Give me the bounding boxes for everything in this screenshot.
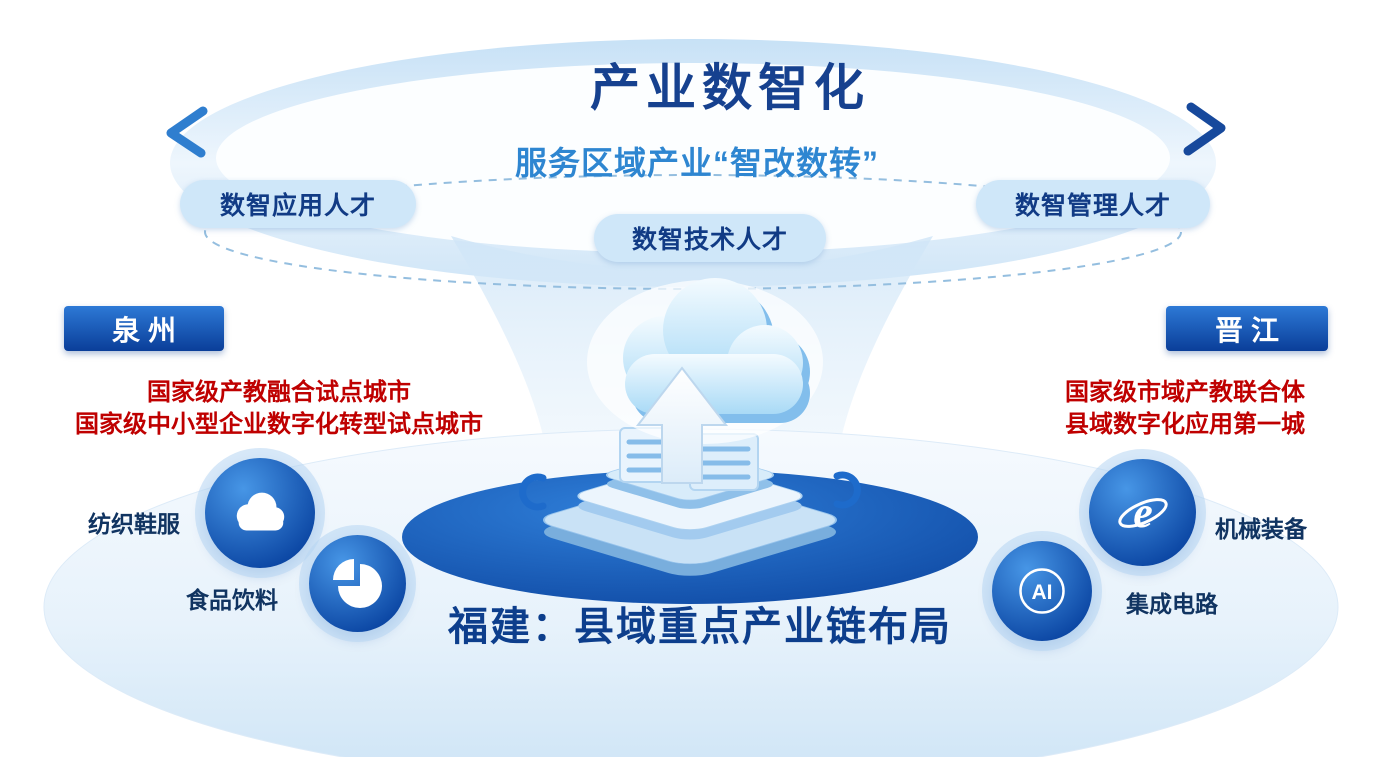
industry-circle-ic: AI: [992, 541, 1092, 641]
talent-pill-management: 数智管理人才: [976, 180, 1210, 228]
slab-top-top: [605, 449, 775, 501]
city-badge-quanzhou: 泉州: [64, 306, 224, 351]
industry-label-machinery: 机械装备: [1215, 516, 1307, 542]
cloud-icon: [623, 278, 803, 414]
ai-icon: AI: [1019, 568, 1065, 614]
right-handle-icon: [833, 471, 861, 509]
funnel-body: [451, 236, 933, 486]
dark-platform-ellipse: [402, 470, 978, 604]
platform-slabs: [543, 449, 837, 576]
cloud-glow: [587, 280, 823, 444]
industry-circle-food: [309, 535, 406, 632]
quanzhou-honors: 国家级产教融合试点城市 国家级中小型企业数字化转型试点城市: [38, 377, 520, 441]
slab-top-side: [606, 459, 774, 509]
left-handle-icon: [519, 473, 547, 511]
industry-label-food: 食品饮料: [186, 587, 278, 613]
upload-arrow-icon: [635, 366, 729, 484]
textile-cloud-icon: [236, 492, 285, 531]
left-arrow-icon: [166, 106, 208, 158]
slab-middle-side: [578, 472, 802, 540]
industry-circle-textile: [205, 458, 315, 568]
industry-circle-machinery: e: [1089, 459, 1196, 566]
industry-label-ic: 集成电路: [1126, 591, 1218, 617]
quanzhou-honor-line-2: 国家级中小型企业数字化转型试点城市: [75, 411, 483, 438]
svg-text:AI: AI: [1032, 581, 1053, 604]
footer-caption: 福建：县域重点产业链布局: [448, 605, 952, 649]
svg-text:e: e: [1133, 488, 1153, 537]
page-subtitle: 服务区域产业“智改数转”: [514, 145, 880, 181]
jinjiang-honor-line-1: 国家级市域产教联合体: [1065, 379, 1305, 406]
page-title: 产业数智化: [590, 60, 870, 116]
server-boxes: [619, 427, 759, 491]
slab-bottom-side: [544, 488, 836, 576]
e-globe-icon: e: [1117, 488, 1168, 537]
jinjiang-honors: 国家级市域产教联合体 县域数字化应用第一城: [1018, 377, 1352, 441]
right-arrow-icon: [1183, 102, 1226, 156]
city-badge-jinjiang: 晋江: [1166, 306, 1328, 351]
cloud-shadow: [630, 287, 810, 423]
server-box-right: [689, 433, 759, 491]
industry-label-textile: 纺织鞋服: [88, 511, 180, 537]
slab-middle-top: [577, 462, 803, 530]
talent-pill-technology: 数智技术人才: [594, 214, 826, 262]
talent-pill-application: 数智应用人才: [180, 180, 416, 228]
server-box-left: [619, 427, 673, 483]
jinjiang-honor-line-2: 县域数字化应用第一城: [1065, 411, 1305, 438]
quanzhou-honor-line-1: 国家级产教融合试点城市: [147, 379, 411, 406]
pie-chart-icon: [332, 558, 382, 608]
slab-bottom-top: [543, 475, 837, 565]
